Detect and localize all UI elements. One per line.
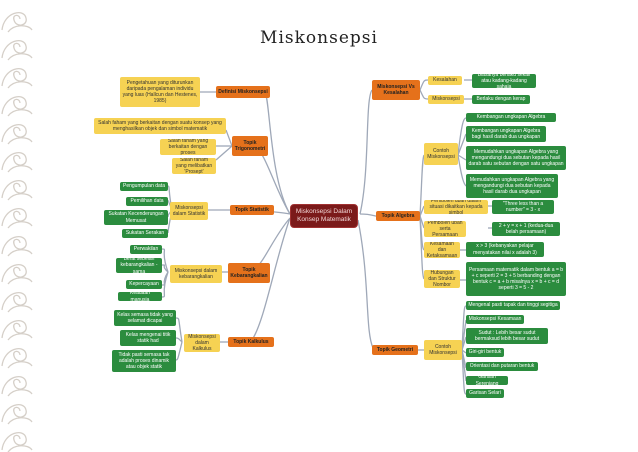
algebra-pair-4-key: Hubungan dan Struktur Nombor [424, 270, 460, 288]
branch-algebra: Topik Algebra [376, 211, 420, 221]
algebra-pair-1-value: "Three less than a number" = 3 - x [492, 200, 554, 214]
statistik-item-2: Pemilihan data [126, 197, 168, 206]
vs-value-1: Biasanya berlaku sekali atau kadang-kada… [472, 74, 536, 88]
branch-trigonometri: Topik Trigonometri [232, 136, 268, 156]
geometri-item-4: Giri-giri bentuk [466, 348, 504, 357]
algebra-pair-1-key: Pemboleh ubah dalam situasi dikaitkan ke… [424, 200, 488, 214]
kalkulus-item-3: Tidak pasti semasa tak adalah proses din… [112, 350, 176, 372]
branch-definisi: Definisi Miskonsepsi [216, 86, 270, 98]
decorative-swirl-border [1, 12, 33, 452]
algebra-pair-3-value: x > 3 (kebanyakan pelajar menyatakan nil… [466, 242, 544, 257]
branch-kalkulus: Topik Kalkulus [228, 337, 274, 347]
algebra-contoh-item-2: Kembangan ungkapan Algebra bagi hasil da… [466, 126, 546, 142]
vs-key-2: Miskonsepsi [428, 95, 464, 104]
branch-miskonsepsi-vs-kesalahan: Miskonsepsi Vs Kesalahan [372, 80, 420, 100]
definisi-text: Pengetahuan yang diturunkan daripada pen… [120, 77, 200, 107]
statistik-sub: Miskonsepsi dalam Statistik [170, 202, 208, 220]
geometri-item-5: Orientasi dan putaran bentuk [466, 362, 538, 371]
central-topic: Miskonsepsi Dalam Konsep Matematik [290, 204, 358, 228]
statistik-item-1: Pengumpulan data [120, 182, 168, 191]
kebarangkalian-item-1: Perwakilan [130, 245, 162, 254]
geometri-item-7: Garisan Selari [466, 389, 504, 398]
algebra-pair-3-key: Kesamaan dan Ketaksamaan [424, 242, 460, 258]
geometri-item-2: Miskonsepsi Kesamaan [466, 315, 524, 324]
trigonometri-item-2: Salah faham yang berkaitan dengan proses [160, 139, 216, 155]
trigonometri-item-1: Salah faham yang berkaitan dengan suatu … [94, 118, 226, 134]
vs-value-2: Berlaku dengan kerap [472, 95, 530, 104]
algebra-pair-4-value: Persamaan matematik dalam bentuk a = b +… [466, 262, 566, 296]
algebra-pair-2-key: Pemboleh ubah serta Persamaan [424, 221, 466, 237]
geometri-item-1: Mengenal pasti tapak dan tinggi segitiga [466, 301, 560, 310]
branch-geometri: Topik Geometri [372, 345, 418, 355]
statistik-item-4: Sukatan Serakan [122, 229, 168, 238]
kebarangkalian-sub: Miskonsepsi dalam kebarangkalian [170, 265, 222, 283]
kebarangkalian-item-3: Kepercayaan [126, 280, 162, 289]
page-title: Miskonsepsi [260, 28, 378, 48]
geometri-item-3: Sudut : Lebih besar sudut bermaksud lebi… [466, 328, 548, 344]
branch-statistik: Topik Statistik [230, 205, 274, 215]
algebra-pair-2-value: 2 + y = x + 1 (kedua-dua belah persamaan… [492, 222, 560, 236]
kalkulus-item-2: Kelas mengenai titik statik had [120, 330, 176, 346]
kebarangkalian-item-4: Keadaan manusia [118, 292, 162, 301]
algebra-contoh-item-1: Kembangan ungkapan Algebra [466, 113, 556, 122]
geometri-contoh: Contoh Miskonsepsi [424, 340, 462, 360]
trigonometri-item-3: Salah faham yang melibatkan 'Prosept' [172, 158, 216, 174]
algebra-contoh: Contoh Miskonsepsi [424, 143, 458, 165]
geometri-item-6: Garisan Serenjang [466, 376, 508, 385]
vs-key-1: Kesalahan [428, 76, 462, 85]
algebra-contoh-item-4: Memudahkan ungkapan Algebra yang mengand… [466, 174, 558, 198]
algebra-contoh-item-3: Memudahkan ungkapan Algebra yang mengand… [466, 146, 566, 170]
branch-kebarangkalian: Topik Kebarangkalian [228, 263, 270, 283]
kalkulus-sub: Miskonsepsi dalam Kalkulus [184, 334, 220, 352]
statistik-item-3: Sukatan Kecenderungan Memusat [104, 210, 168, 225]
kebarangkalian-item-2: Berat sebelah kebarangkalian - sama [116, 258, 162, 273]
kalkulus-item-1: Kelas semasa tidak yang selamat dicapai [114, 310, 176, 326]
